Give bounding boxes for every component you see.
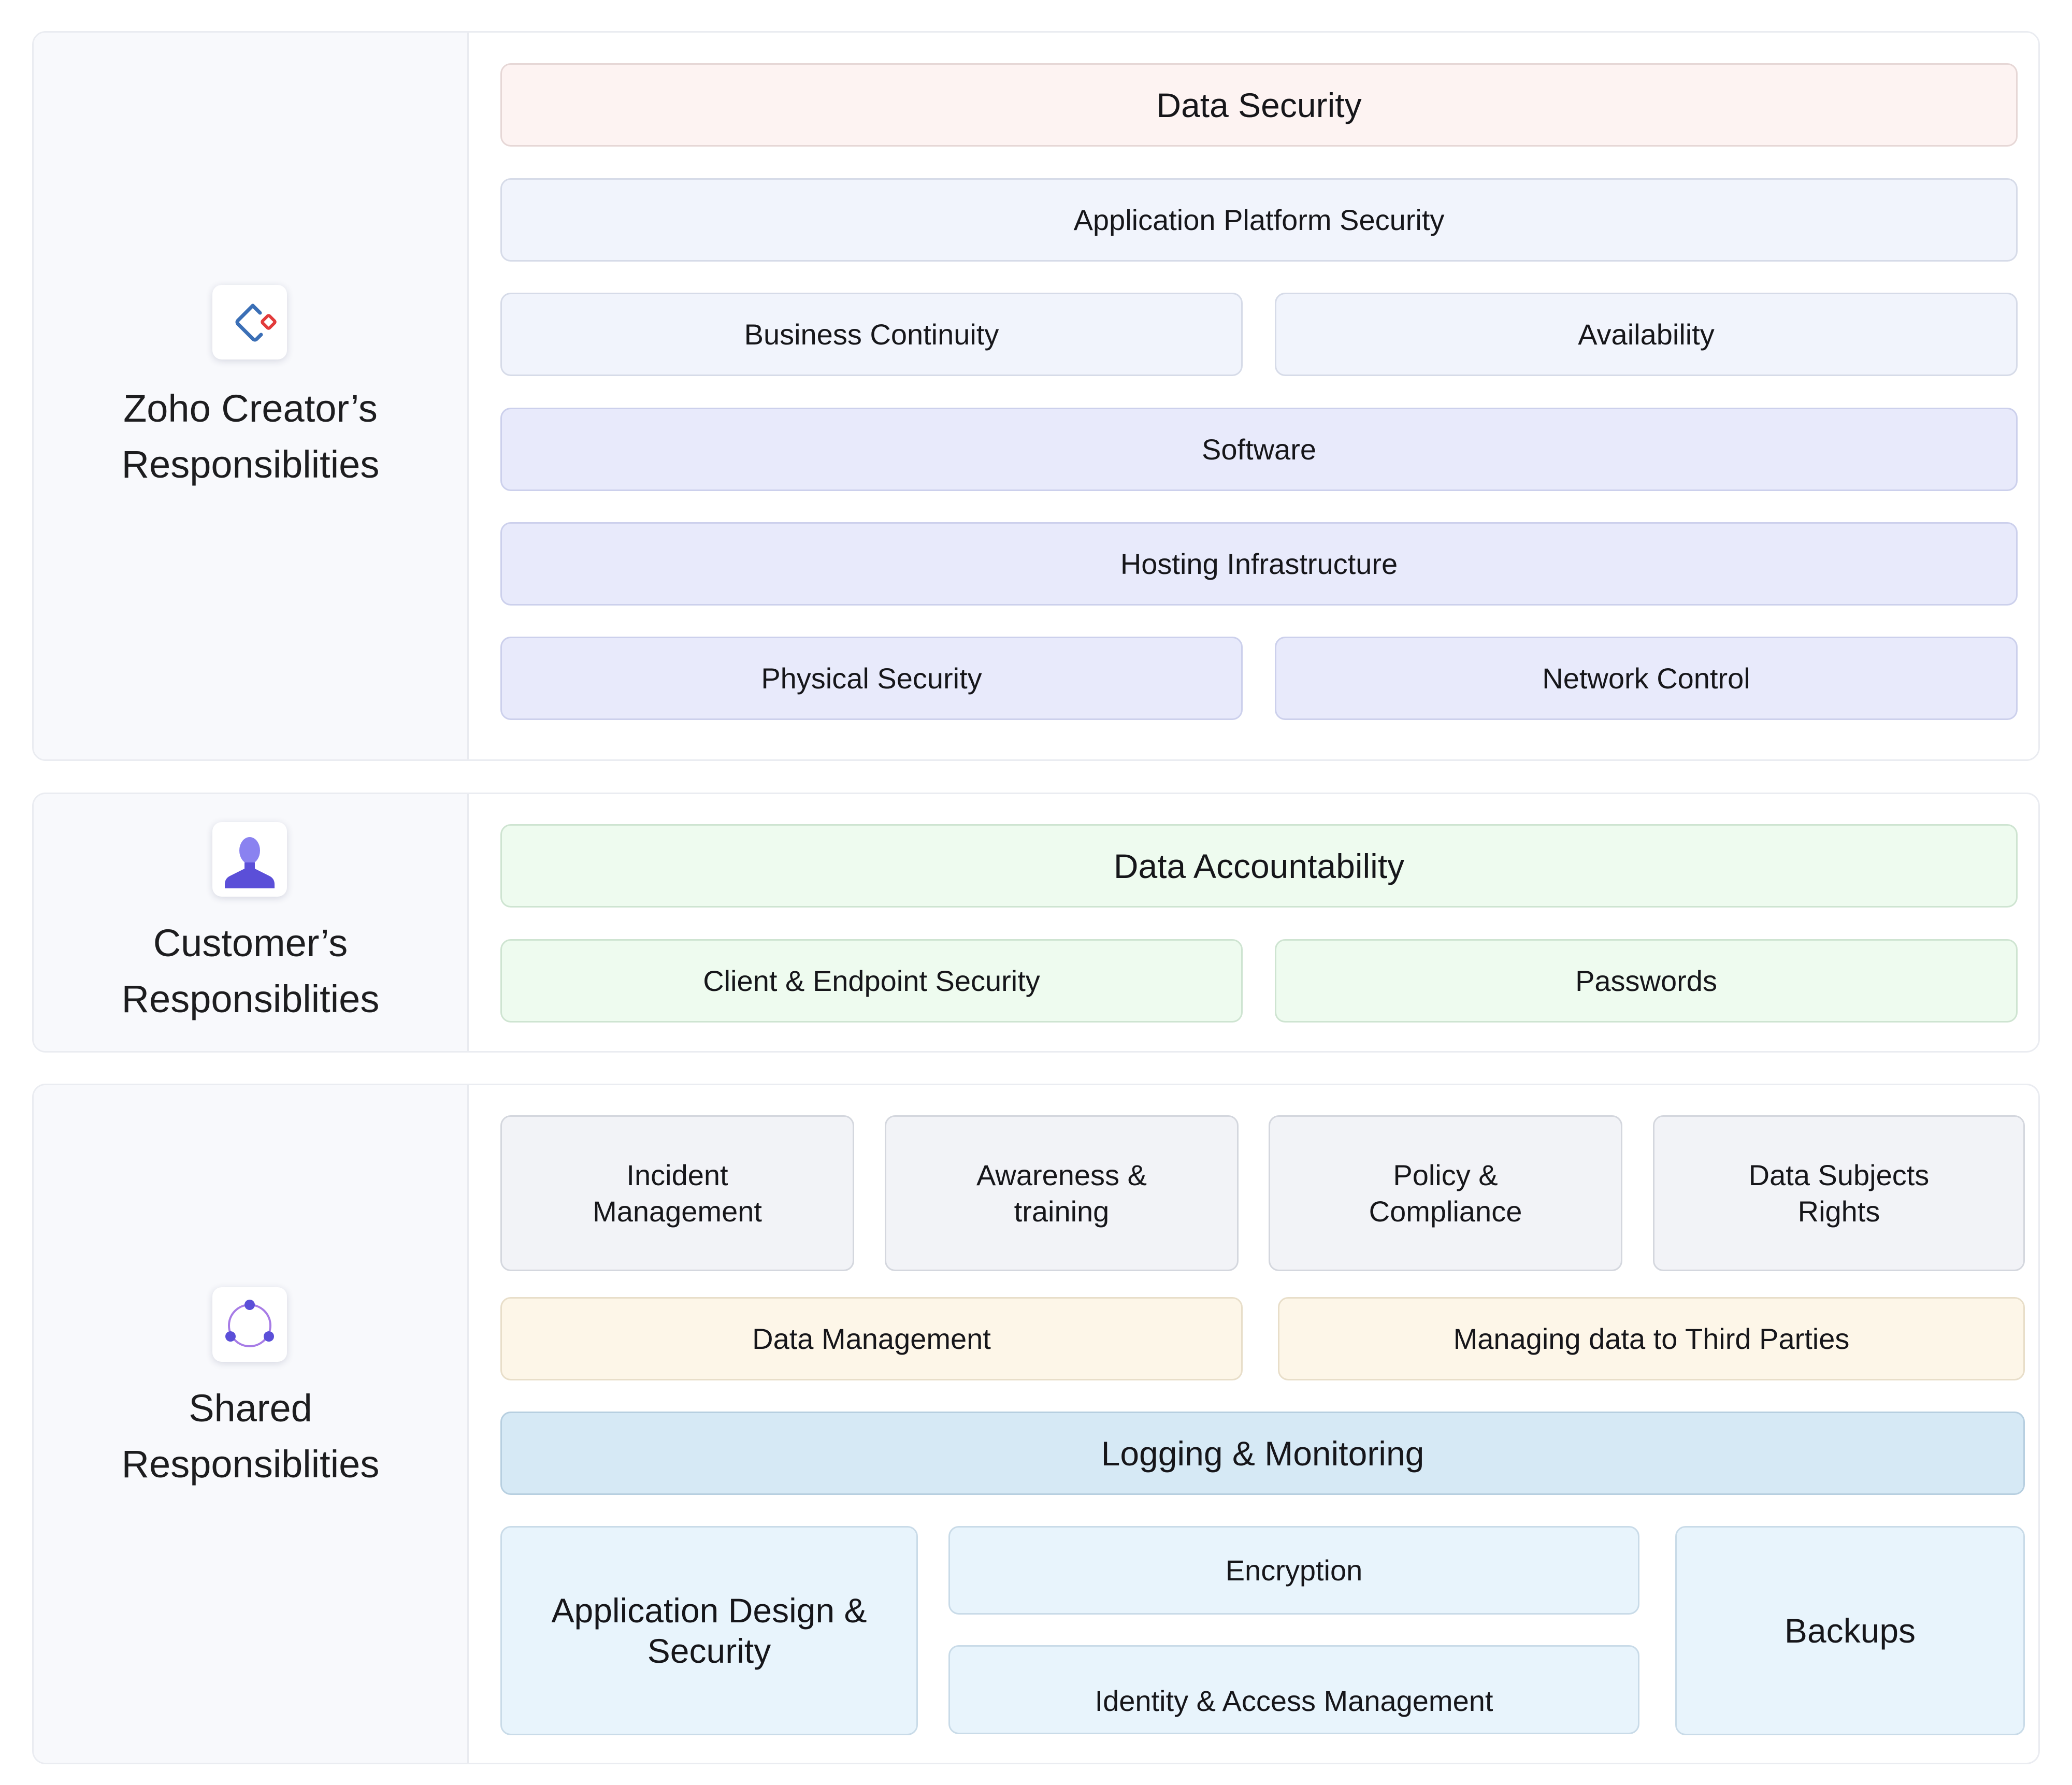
user-icon [212,822,287,897]
creator-responsibilities-section: Zoho Creator’s Responsiblities Data Secu… [32,31,2040,761]
incident-management-box: Incident Management [500,1115,854,1271]
data-subjects-rights-box: Data Subjects Rights [1653,1115,2025,1271]
creator-title-line2: Responsiblities [121,443,380,486]
data-security-box: Data Security [500,63,2018,147]
shared-title-line1: Shared [189,1387,312,1430]
passwords-box: Passwords [1275,939,2018,1023]
application-design-security-box: Application Design & Security [500,1526,918,1735]
data-management-box: Data Management [500,1297,1243,1380]
shared-title-line2: Responsiblities [121,1443,380,1486]
shared-responsibilities-section: Shared Responsiblities Incident Manageme… [32,1084,2040,1764]
shared-section-title: Shared Responsiblities [34,1380,467,1492]
client-endpoint-security-box: Client & Endpoint Security [500,939,1243,1023]
customer-section-title: Customer’s Responsiblities [34,915,467,1027]
policy-compliance-box: Policy & Compliance [1269,1115,1622,1271]
creator-section-title: Zoho Creator’s Responsiblities [34,381,467,493]
encryption-box: Encryption [948,1526,1639,1615]
customer-responsibilities-section: Customer’s Responsiblities Data Accounta… [32,793,2040,1053]
logging-monitoring-box: Logging & Monitoring [500,1412,2025,1495]
backups-box: Backups [1675,1526,2025,1735]
identity-access-management-box: Identity & Access Management [948,1645,1639,1734]
network-control-box: Network Control [1275,637,2018,720]
managing-third-parties-box: Managing data to Third Parties [1278,1297,2025,1380]
customer-title-line2: Responsiblities [121,977,380,1020]
availability-box: Availability [1275,293,2018,376]
zoho-creator-logo-icon [212,285,287,359]
shared-side-panel: Shared Responsiblities [34,1085,469,1763]
creator-title-line1: Zoho Creator’s [123,387,378,430]
physical-security-box: Physical Security [500,637,1243,720]
hosting-infrastructure-box: Hosting Infrastructure [500,522,2018,606]
customer-side-panel: Customer’s Responsiblities [34,794,469,1051]
customer-title-line1: Customer’s [153,922,348,965]
business-continuity-box: Business Continuity [500,293,1243,376]
software-box: Software [500,408,2018,491]
awareness-training-box: Awareness & training [885,1115,1239,1271]
application-platform-security-box: Application Platform Security [500,178,2018,262]
shared-cycle-icon [212,1287,287,1362]
data-accountability-box: Data Accountability [500,824,2018,908]
creator-side-panel: Zoho Creator’s Responsiblities [34,33,469,759]
